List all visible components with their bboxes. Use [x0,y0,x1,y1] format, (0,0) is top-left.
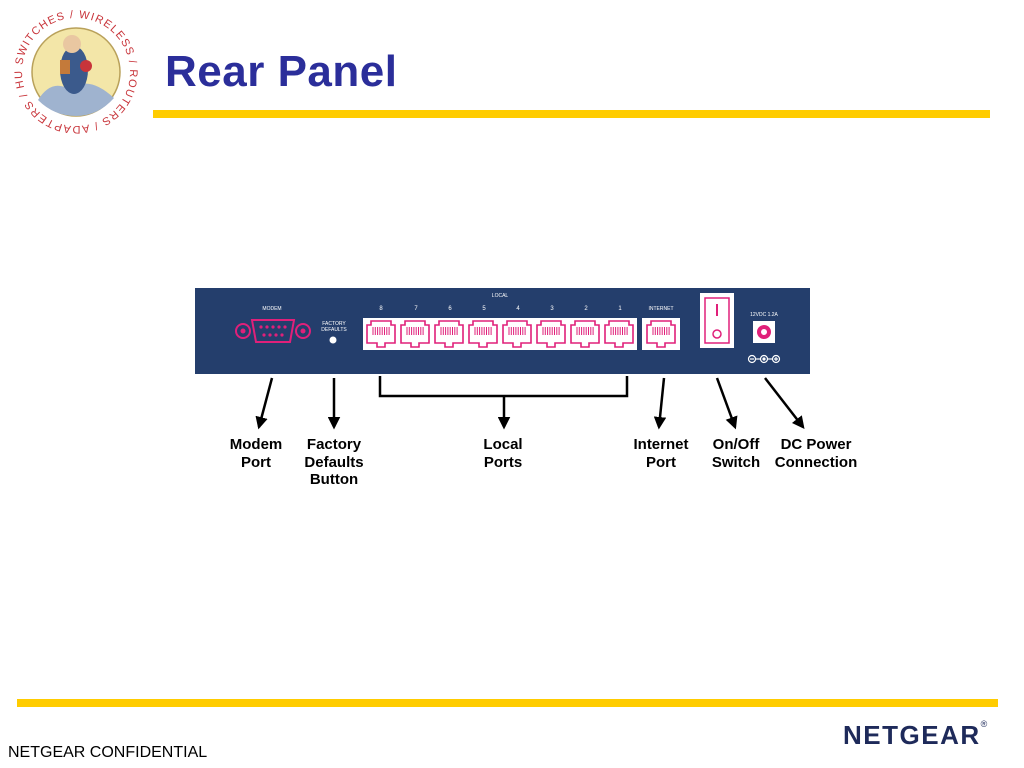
netgear-brand-logo: NETGEAR® [843,719,989,750]
port-number-8: 8 [379,306,383,312]
footer-rule [17,699,998,707]
callout-local-ports: Local Ports [483,436,523,471]
callout-factory-defaults: Factory Defaults Button [304,436,364,488]
local-port-2 [570,320,600,348]
local-port-6 [434,320,464,348]
local-port-4 [502,320,532,348]
local-port-8 [366,320,396,348]
port-number-6: 6 [448,306,452,312]
modem-panel-label: MODEM [262,306,281,312]
local-ports-frame [363,318,637,350]
port-number-1: 1 [618,306,622,312]
power-arrow [764,377,805,429]
factory-defaults-button [329,336,337,344]
polarity-symbol-icon [747,354,781,364]
modem-arrow [255,377,274,430]
switch-arrow [715,377,738,430]
title-underline [153,110,990,118]
internet-arrow [653,377,667,430]
callout-modem-port: Modem Port [229,436,283,471]
internet-port-frame [642,318,680,350]
local-ports-bracket [378,376,629,398]
local-port-3 [536,320,566,348]
local-port-1 [604,320,634,348]
local-port-7 [400,320,430,348]
callout-dc-power: DC Power Connection [774,436,858,471]
callout-internet-port: Internet Port [633,436,689,471]
port-number-4: 4 [516,306,520,312]
modem-port [235,319,311,343]
port-number-2: 2 [584,306,588,312]
netgear-seal-logo: SWITCHES / WIRELESS / ROUTERS / ADAPTERS… [12,8,138,135]
factory-panel-label-2: DEFAULTS [321,327,347,333]
footer-confidential: NETGEAR CONFIDENTIAL [8,744,208,761]
factory-panel-label-1: FACTORY [322,321,346,327]
local-panel-label: LOCAL [492,293,509,299]
internet-port [646,320,676,348]
local-ports [366,320,634,348]
port-number-5: 5 [482,306,486,312]
power-panel-label: 12VDC 1.2A [750,312,778,318]
port-number-3: 3 [550,306,554,312]
callout-on-off-switch: On/Off Switch [711,436,761,471]
internet-port-jack [646,320,676,348]
port-number-7: 7 [414,306,418,312]
internet-panel-label: INTERNET [649,306,674,312]
local-port-5 [468,320,498,348]
slide-title: Rear Panel [165,47,398,96]
